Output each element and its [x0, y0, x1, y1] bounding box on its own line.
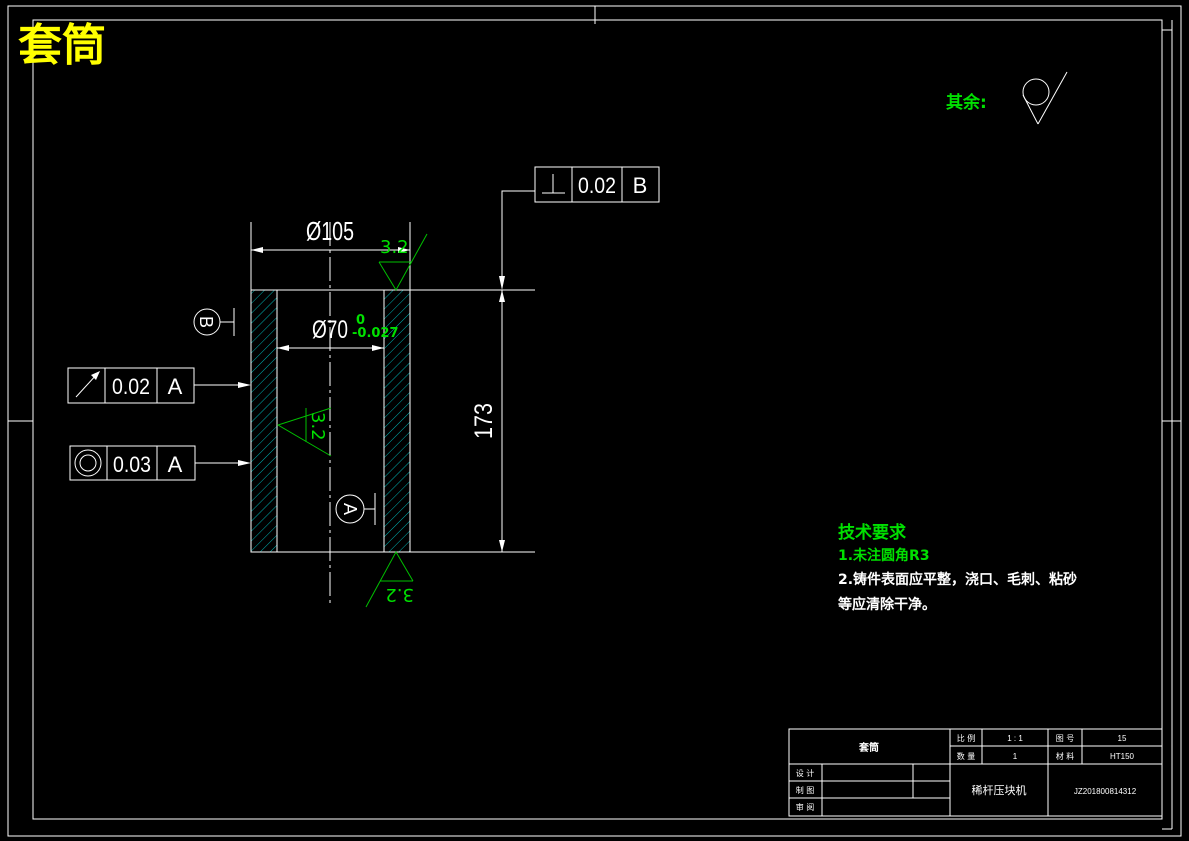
technical-requirements: 技术要求 1.未注圆角R3 2.铸件表面应平整，浇口、毛刺、粘砂 等应清除干净。 — [838, 522, 1077, 613]
inner-diameter-dimension: Ø70 0 -0.027 — [277, 313, 399, 351]
sheet-border — [7, 5, 1182, 837]
tb-machine-name: 稀杆压块机 — [972, 783, 1027, 797]
concentricity-icon — [74, 449, 102, 477]
outer-diameter-label: Ø105 — [306, 216, 354, 246]
tb-sheet-label: 图 号 — [1056, 734, 1075, 743]
bore-roughness-symbol: 3.2 — [276, 407, 332, 457]
top-roughness-symbol: 3.2 — [378, 233, 428, 291]
perpendicularity-value: 0.02 — [578, 173, 616, 198]
tb-material-label: 材 料 — [1056, 751, 1075, 761]
tb-draw-label: 制 图 — [796, 785, 815, 795]
datum-a-symbol: A — [335, 493, 376, 525]
concentricity-value: 0.03 — [113, 452, 151, 477]
tech-line-2: 2.铸件表面应平整，浇口、毛刺、粘砂 — [838, 571, 1077, 588]
runout-icon — [75, 371, 100, 398]
perpendicularity-datum: B — [633, 173, 648, 198]
tb-qty-value: 1 — [1013, 752, 1018, 761]
inner-diameter-label: Ø70 — [312, 316, 348, 344]
perpendicularity-icon — [542, 174, 565, 194]
perpendicularity-frame: 0.02 B — [499, 166, 660, 290]
outer-diameter-dimension: Ø105 — [250, 216, 411, 290]
drawing-title: 套筒 — [18, 20, 106, 71]
height-dimension: 173 — [470, 290, 505, 552]
part-section — [250, 222, 535, 606]
tb-scale-label: 比 例 — [957, 733, 976, 743]
top-roughness-value: 3.2 — [380, 237, 409, 258]
tb-design-label: 设 计 — [796, 768, 815, 778]
runout-frame: 0.02 A — [67, 367, 251, 404]
height-label: 173 — [470, 403, 498, 439]
inner-tol-lower: -0.027 — [352, 326, 399, 341]
bottom-roughness-value: 3.2 — [385, 584, 414, 605]
datum-a-letter: A — [340, 503, 360, 515]
tb-review-label: 审 阅 — [796, 802, 815, 812]
tech-heading: 技术要求 — [838, 522, 906, 543]
runout-datum: A — [168, 374, 183, 399]
tb-qty-label: 数 量 — [957, 751, 976, 761]
tech-line-1: 1.未注圆角R3 — [838, 547, 930, 564]
title-block: 套筒 比 例 1 : 1 图 号 15 数 量 1 材 料 HT150 设 计 … — [788, 728, 1163, 817]
tb-sheet-value: 15 — [1118, 734, 1127, 743]
bore-roughness-value: 3.2 — [307, 412, 328, 441]
tb-scale-value: 1 : 1 — [1007, 734, 1023, 743]
runout-value: 0.02 — [112, 374, 150, 399]
tb-part-name: 套筒 — [858, 741, 879, 754]
datum-b-letter: B — [196, 316, 216, 328]
concentricity-datum: A — [168, 452, 183, 477]
tb-material-value: HT150 — [1110, 752, 1135, 761]
other-roughness-symbol: 其余: — [946, 71, 1068, 125]
bottom-roughness-symbol: 3.2 — [365, 550, 414, 608]
other-roughness-label: 其余: — [946, 92, 987, 113]
tech-line-3: 等应清除干净。 — [838, 596, 936, 613]
tb-drawing-number: JZ201800814312 — [1074, 787, 1137, 796]
inner-tol-upper: 0 — [356, 313, 365, 328]
concentricity-frame: 0.03 A — [69, 445, 251, 481]
datum-b-symbol: B — [193, 308, 235, 336]
